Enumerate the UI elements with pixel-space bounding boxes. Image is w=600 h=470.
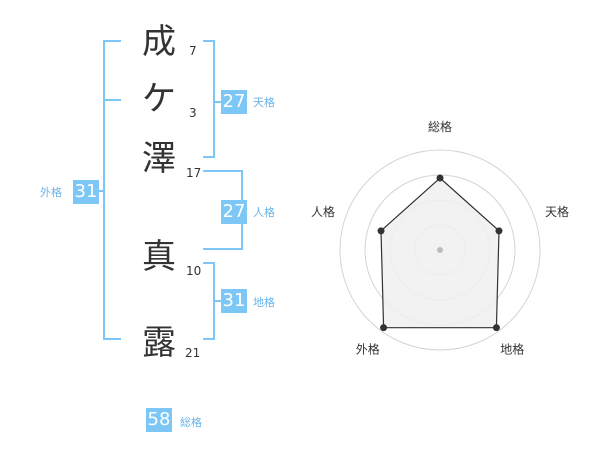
chikaku-bracket-bottom (203, 338, 215, 340)
radar-axis-label: 外格 (356, 342, 380, 357)
chikaku-label: 地格 (253, 296, 275, 309)
radar-ring (339, 149, 541, 351)
gaikaku-bracket-top (103, 40, 121, 42)
tenkaku-bracket-top (203, 40, 215, 42)
tenkaku-bracket-bottom (203, 156, 215, 158)
chikaku-value: 31 (221, 289, 247, 313)
radar-point (377, 227, 385, 235)
radar-axis-label: 総格 (428, 119, 452, 134)
chikaku-bracket-top (203, 262, 215, 264)
soukaku-value: 58 (146, 408, 172, 432)
radar-point (495, 227, 503, 235)
name-char-2: ケ (142, 79, 176, 119)
radar-axis-label: 天格 (545, 204, 569, 219)
name-char-4: 真 (142, 237, 176, 277)
jinkaku-value: 27 (221, 200, 247, 224)
tenkaku-value: 27 (221, 90, 247, 114)
stroke-count-3: 17 (186, 166, 202, 180)
tenkaku-connector (213, 101, 221, 103)
gaikaku-connector (99, 190, 105, 192)
chikaku-connector (213, 300, 221, 302)
jinkaku-bracket-bottom (203, 248, 243, 250)
name-char-3: 澤 (142, 139, 176, 179)
radar-axis-label: 地格 (500, 342, 524, 357)
soukaku-label: 総格 (180, 416, 202, 429)
radar-axis-label: 人格 (311, 204, 335, 219)
stroke-count-5: 21 (185, 346, 201, 360)
tenkaku-label: 天格 (253, 96, 275, 109)
radar-point (436, 174, 444, 182)
stroke-count-4: 10 (186, 264, 202, 278)
tenkaku-bracket-vertical (213, 40, 215, 158)
radar-point (492, 324, 500, 332)
gaikaku-label: 外格 (40, 186, 62, 199)
name-char-5: 露 (142, 323, 176, 363)
jinkaku-bracket-top (203, 170, 243, 172)
radar-point (380, 324, 388, 332)
stroke-count-1: 7 (189, 44, 197, 58)
radar-center-dot (437, 247, 443, 253)
name-char-1: 成 (142, 22, 176, 62)
stroke-count-2: 3 (189, 106, 197, 120)
jinkaku-label: 人格 (253, 206, 275, 219)
gaikaku-bracket-tick (103, 99, 121, 101)
gaikaku-value: 31 (73, 180, 99, 204)
gaikaku-bracket-bottom (103, 338, 121, 340)
